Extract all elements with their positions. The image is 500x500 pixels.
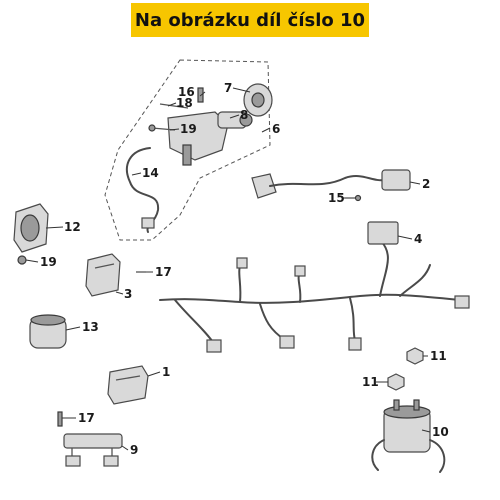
callout-8: 8 bbox=[240, 108, 248, 122]
part-2-ignition-coil bbox=[251, 169, 411, 199]
part-12-horn bbox=[13, 203, 49, 253]
part-15-screw bbox=[345, 194, 362, 202]
title-text: Na obrázku díl číslo 10 bbox=[134, 9, 366, 31]
callout-15: 15 bbox=[328, 191, 345, 205]
leader-lines bbox=[25, 87, 431, 451]
callout-7: 7 bbox=[224, 81, 232, 95]
part-17-screw-b bbox=[57, 411, 63, 427]
part-10-starter-relay bbox=[371, 399, 446, 473]
part-11-nut-b bbox=[387, 373, 405, 391]
callout-1: 1 bbox=[162, 365, 170, 379]
callout-2: 2 bbox=[422, 177, 430, 191]
callout-18: 18 bbox=[176, 96, 193, 110]
callout-14: 14 bbox=[142, 166, 159, 180]
callout-10: 10 bbox=[432, 425, 449, 439]
part-14-connector bbox=[141, 217, 155, 229]
callout-9: 9 bbox=[130, 443, 138, 457]
title-banner: Na obrázku díl číslo 10 bbox=[131, 3, 369, 37]
callout-6: 6 bbox=[272, 122, 280, 136]
callout-11-top: 11 bbox=[430, 349, 447, 363]
callout-11-bottom: 11 bbox=[362, 375, 379, 389]
part-4-wiring-harness bbox=[159, 221, 470, 353]
callout-17-fuse: 17 bbox=[78, 411, 95, 425]
callout-3: 3 bbox=[124, 287, 132, 301]
part-3-relay bbox=[85, 253, 121, 297]
callout-16: 16 bbox=[178, 85, 195, 99]
part-19-bolt-horn bbox=[17, 255, 27, 265]
part-1-cdi bbox=[107, 365, 149, 405]
callout-12: 12 bbox=[64, 220, 81, 234]
callout-4: 4 bbox=[414, 232, 422, 246]
callout-19-horn: 19 bbox=[40, 255, 57, 269]
ignition-lock-body bbox=[167, 111, 253, 166]
callout-17-relay: 17 bbox=[155, 265, 172, 279]
part-11-nut-a bbox=[406, 347, 424, 365]
callout-13: 13 bbox=[82, 320, 99, 334]
callout-19-ignition: 19 bbox=[180, 122, 197, 136]
part-7-cover bbox=[243, 83, 273, 117]
part-18-rod bbox=[159, 103, 189, 109]
part-9-fuse-holder bbox=[63, 433, 123, 467]
part-13-flasher bbox=[29, 314, 67, 349]
